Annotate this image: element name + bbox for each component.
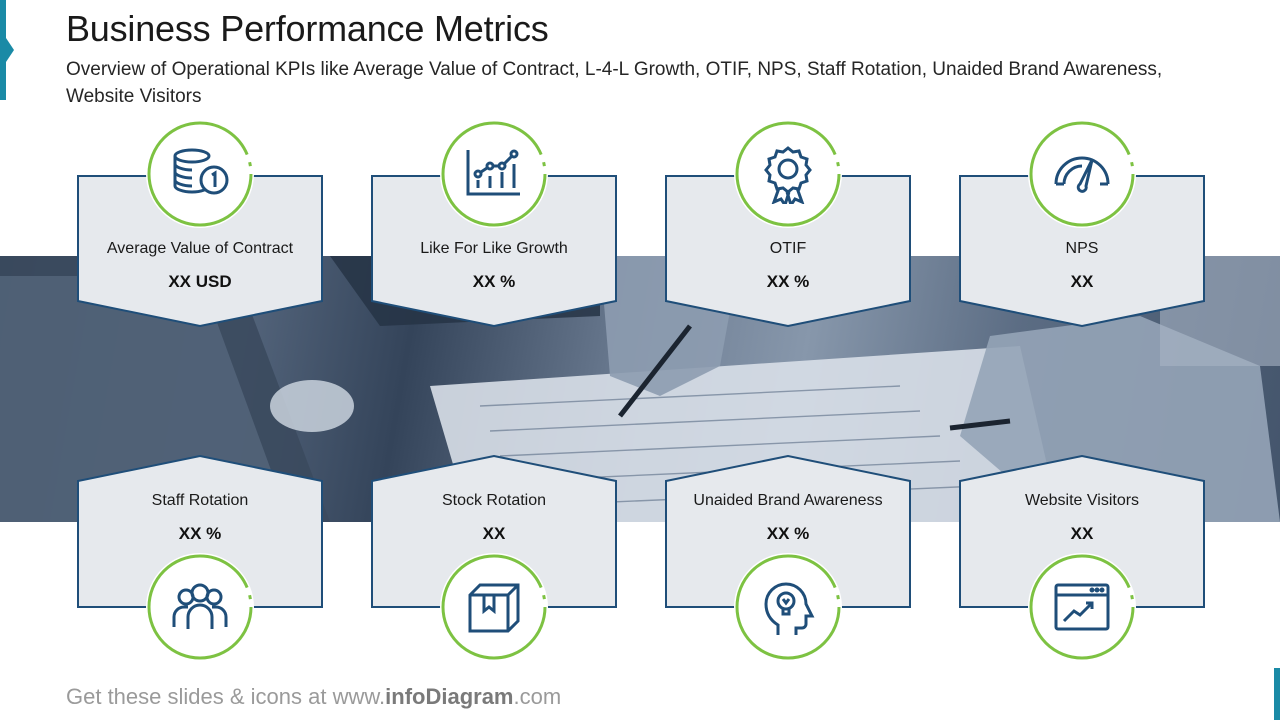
icon-badge (440, 553, 548, 661)
metric-label: Website Visitors (1024, 492, 1140, 509)
card-frame (959, 455, 1205, 608)
right-accent-bar (1274, 668, 1280, 720)
gauge-icon (1054, 156, 1110, 193)
card-frame (665, 455, 911, 608)
head-lightbulb-icon (764, 582, 815, 635)
metric-label: Staff Rotation (151, 492, 249, 509)
icon-badge (734, 553, 842, 661)
metric-value: XX (1070, 524, 1094, 543)
footer-brand: infoDiagram (385, 684, 514, 709)
award-ribbon-icon (764, 146, 812, 204)
metric-value: XX % (766, 524, 810, 543)
card-frame (77, 175, 323, 327)
metric-value: XX (482, 524, 506, 543)
coins-icon (173, 148, 229, 195)
metric-label: Average Value of Contract (106, 240, 294, 257)
box-icon (468, 583, 520, 633)
metric-value: XX % (766, 272, 810, 291)
browser-chart-icon (1054, 583, 1110, 631)
card-frame (77, 455, 323, 608)
card-frame (371, 455, 617, 608)
page-subtitle: Overview of Operational KPIs like Averag… (66, 59, 1163, 107)
metric-label: NPS (1065, 240, 1099, 257)
metric-value: XX (1070, 272, 1094, 291)
page-title: Business Performance Metrics (66, 8, 549, 49)
footer-suffix: .com (513, 684, 562, 709)
card-frame (665, 175, 911, 327)
metric-value: XX % (472, 272, 516, 291)
left-accent-bar (0, 0, 6, 100)
footer-prefix: Get these slides & icons at www. (66, 684, 386, 709)
icon-badge (1028, 120, 1136, 228)
people-group-icon (172, 583, 228, 629)
icon-badge (1028, 553, 1136, 661)
card-frame (371, 175, 617, 327)
icon-badge (146, 553, 254, 661)
icon-badge (146, 120, 254, 228)
card-frame (959, 175, 1205, 327)
metric-value: XX USD (168, 272, 232, 291)
icon-badge (734, 120, 842, 228)
metric-label: Stock Rotation (441, 492, 547, 509)
metric-label: Unaided Brand Awareness (693, 492, 883, 509)
left-accent-notch (6, 38, 14, 62)
metric-label: OTIF (769, 240, 807, 257)
line-chart-icon (466, 149, 520, 196)
icon-badge (440, 120, 548, 228)
metric-label: Like For Like Growth (420, 240, 568, 257)
footer-credit: Get these slides & icons at www.infoDiag… (66, 684, 561, 710)
metric-value: XX % (178, 524, 222, 543)
